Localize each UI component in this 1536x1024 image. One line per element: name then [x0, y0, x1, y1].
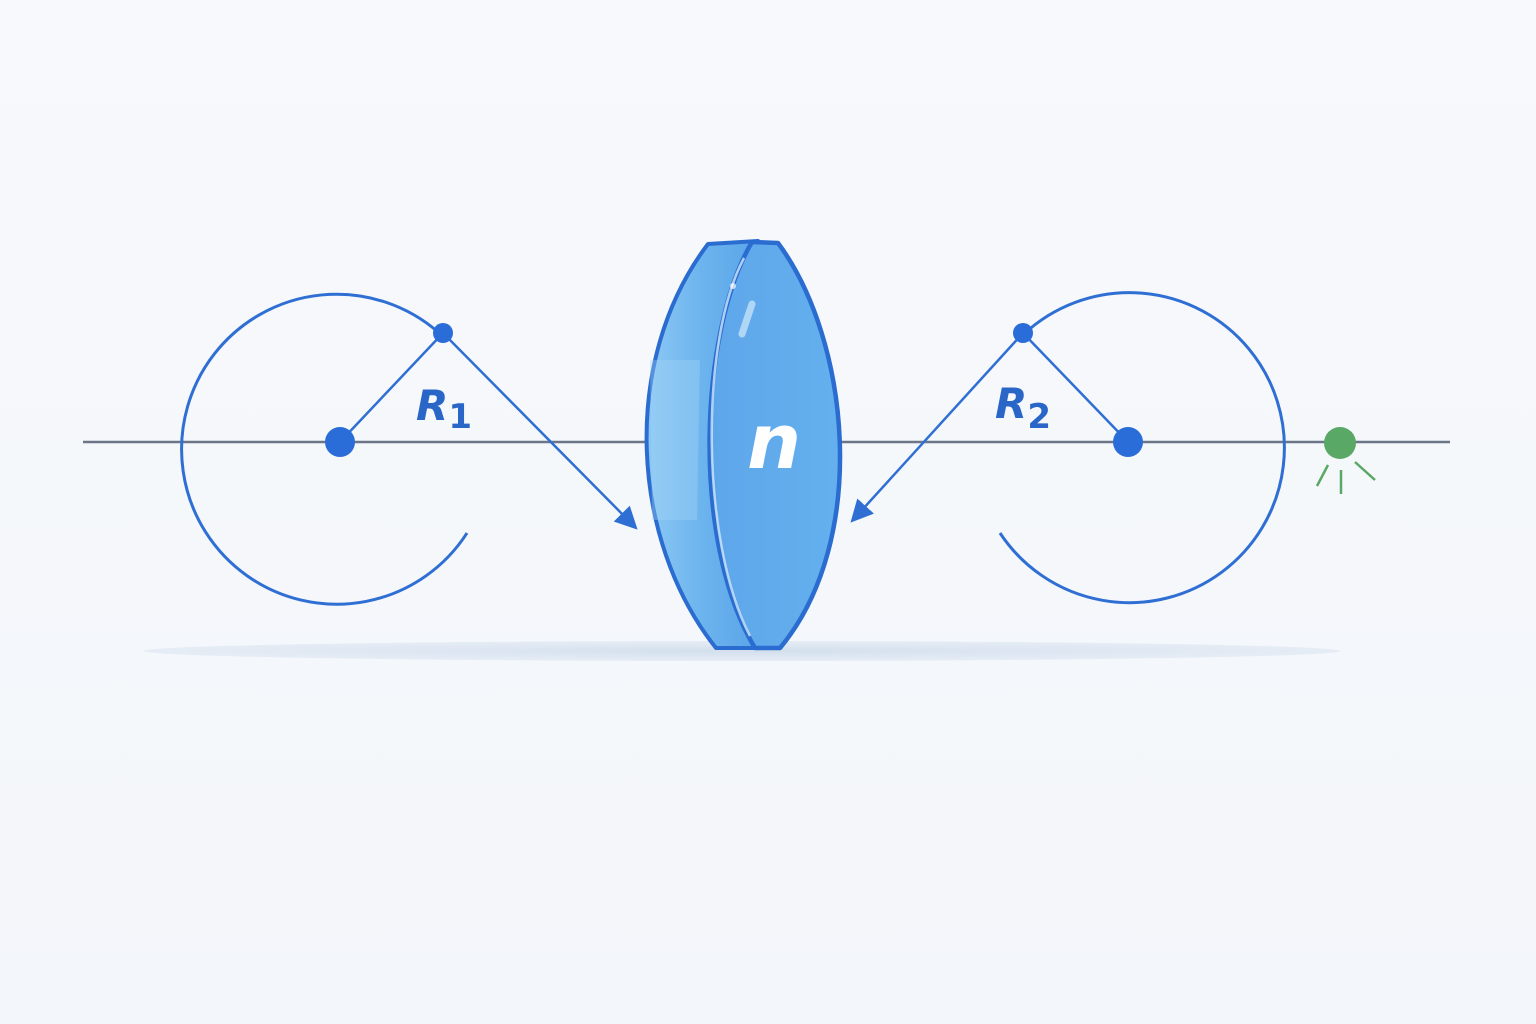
lens-glare — [738, 300, 756, 338]
left-surface-dot — [433, 323, 453, 343]
right-center-dot — [1113, 427, 1143, 457]
lens-index-label: n — [747, 397, 801, 486]
light-source-icon — [1315, 427, 1376, 494]
radius-right-label: R2 — [995, 379, 1051, 437]
lens-glare-dot — [730, 283, 736, 289]
lens-rim-highlight — [710, 257, 752, 637]
right-radius-line — [1022, 332, 1129, 443]
left-radius-line — [339, 332, 444, 443]
right-ray-arrow — [850, 332, 1024, 523]
right-surface-dot — [1013, 323, 1033, 343]
left-center-dot — [325, 427, 355, 457]
left-ray-arrow — [442, 332, 638, 530]
floor-shadow — [144, 641, 1340, 661]
left-curvature-circle — [180, 292, 469, 606]
radius-left-label: R1 — [416, 381, 472, 437]
right-curvature-circle — [998, 291, 1286, 605]
lens-side-band — [650, 360, 700, 520]
